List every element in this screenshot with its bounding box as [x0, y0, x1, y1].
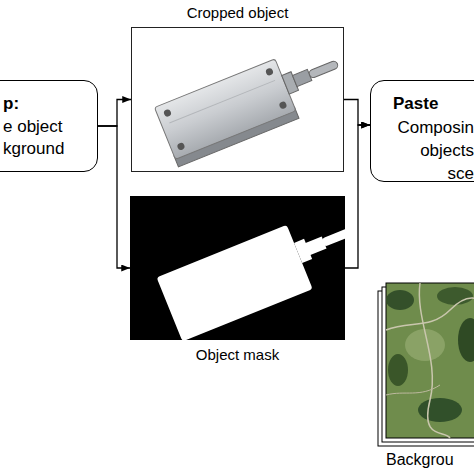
mask-box: Object mask [130, 196, 345, 340]
mask-nut [304, 236, 327, 255]
process-box: PasteComposin objects sce [370, 80, 474, 182]
sensor-object [154, 38, 350, 167]
image-frame [382, 287, 474, 442]
mask-rod [320, 226, 355, 247]
mask-shape [157, 202, 369, 341]
mask-body [157, 225, 313, 342]
tree-cluster [437, 287, 473, 305]
mask-collar [294, 239, 312, 263]
image-frame [378, 291, 474, 446]
flow-arrow [345, 125, 370, 268]
object-nut [293, 69, 312, 86]
object-side [174, 107, 299, 167]
flow-arrow [344, 100, 370, 126]
box-heading: p: [3, 93, 19, 115]
screw-hole [278, 101, 287, 110]
image-caption: Cropped object [132, 4, 343, 22]
screw-hole [163, 108, 172, 117]
object-collar [282, 72, 299, 94]
object-rod [308, 60, 339, 79]
screw-hole [176, 142, 185, 151]
image-caption: Object mask [130, 346, 345, 364]
screw-hole [265, 67, 274, 76]
park-path [386, 298, 474, 330]
box-text: e object kground [3, 116, 83, 160]
flow-arrow [98, 100, 131, 127]
image-stack: Backgrou [386, 283, 474, 438]
lawn-patch [405, 329, 445, 361]
aerial-image [386, 283, 474, 438]
image-caption: Backgrou [386, 451, 454, 469]
tree-cluster [386, 290, 414, 310]
box-text: Composin objects sce [393, 116, 474, 185]
flow-arrow [98, 126, 130, 268]
tree-cluster [458, 318, 474, 362]
aerial-ground [386, 283, 474, 438]
park-path [419, 283, 450, 438]
box-heading: Paste [393, 93, 438, 115]
image-box: Cropped object [131, 27, 344, 172]
tree-cluster [388, 354, 408, 386]
object-body [154, 59, 296, 160]
park-path [386, 385, 440, 395]
object-groove [169, 80, 275, 123]
process-box: p:e object kground [0, 80, 98, 172]
tree-cluster [418, 398, 462, 422]
